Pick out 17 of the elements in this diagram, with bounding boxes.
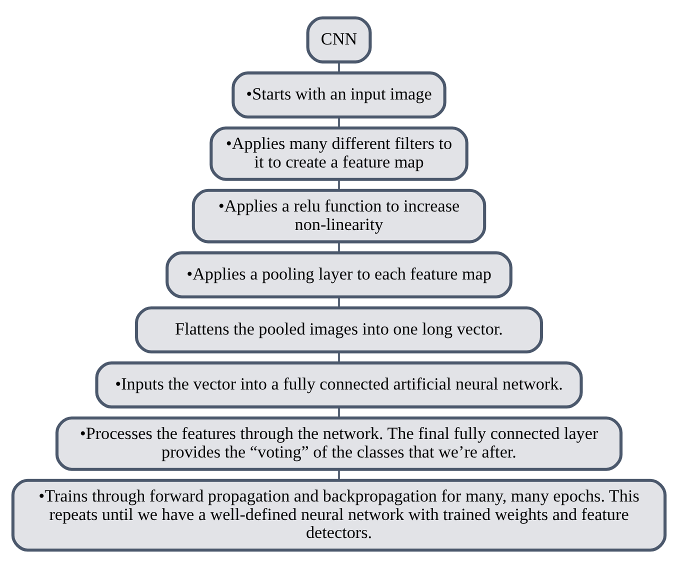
node-box: CNN bbox=[306, 16, 372, 63]
node-box: Flattens the pooled images into one long vector. bbox=[134, 306, 544, 353]
node-box: •Applies a pooling layer to each feature map bbox=[166, 250, 512, 298]
node-box: •Applies a relu function to increase non-linearity bbox=[192, 188, 486, 243]
connector bbox=[338, 406, 340, 418]
connector bbox=[338, 179, 340, 190]
node-box: •Processes the features through the network. The final fully connected layer provides the “voting” of the classes that we’re after. bbox=[55, 416, 623, 470]
connector bbox=[338, 468, 340, 480]
node-box: •Inputs the vector into a fully connected artificial neural network. bbox=[95, 360, 583, 408]
node-box: •Trains through forward propagation and backpropagation for many, many epochs. This repeats until we have a well-defined neural network with trained weights and feature detectors. bbox=[11, 478, 667, 552]
connector bbox=[338, 296, 340, 308]
connector bbox=[338, 352, 340, 362]
connector bbox=[338, 241, 340, 252]
connector bbox=[338, 62, 340, 72]
node-box: •Starts with an input image bbox=[232, 70, 446, 118]
connector bbox=[338, 116, 340, 128]
node-box: •Applies many different filters to it to create a feature map bbox=[210, 126, 468, 180]
